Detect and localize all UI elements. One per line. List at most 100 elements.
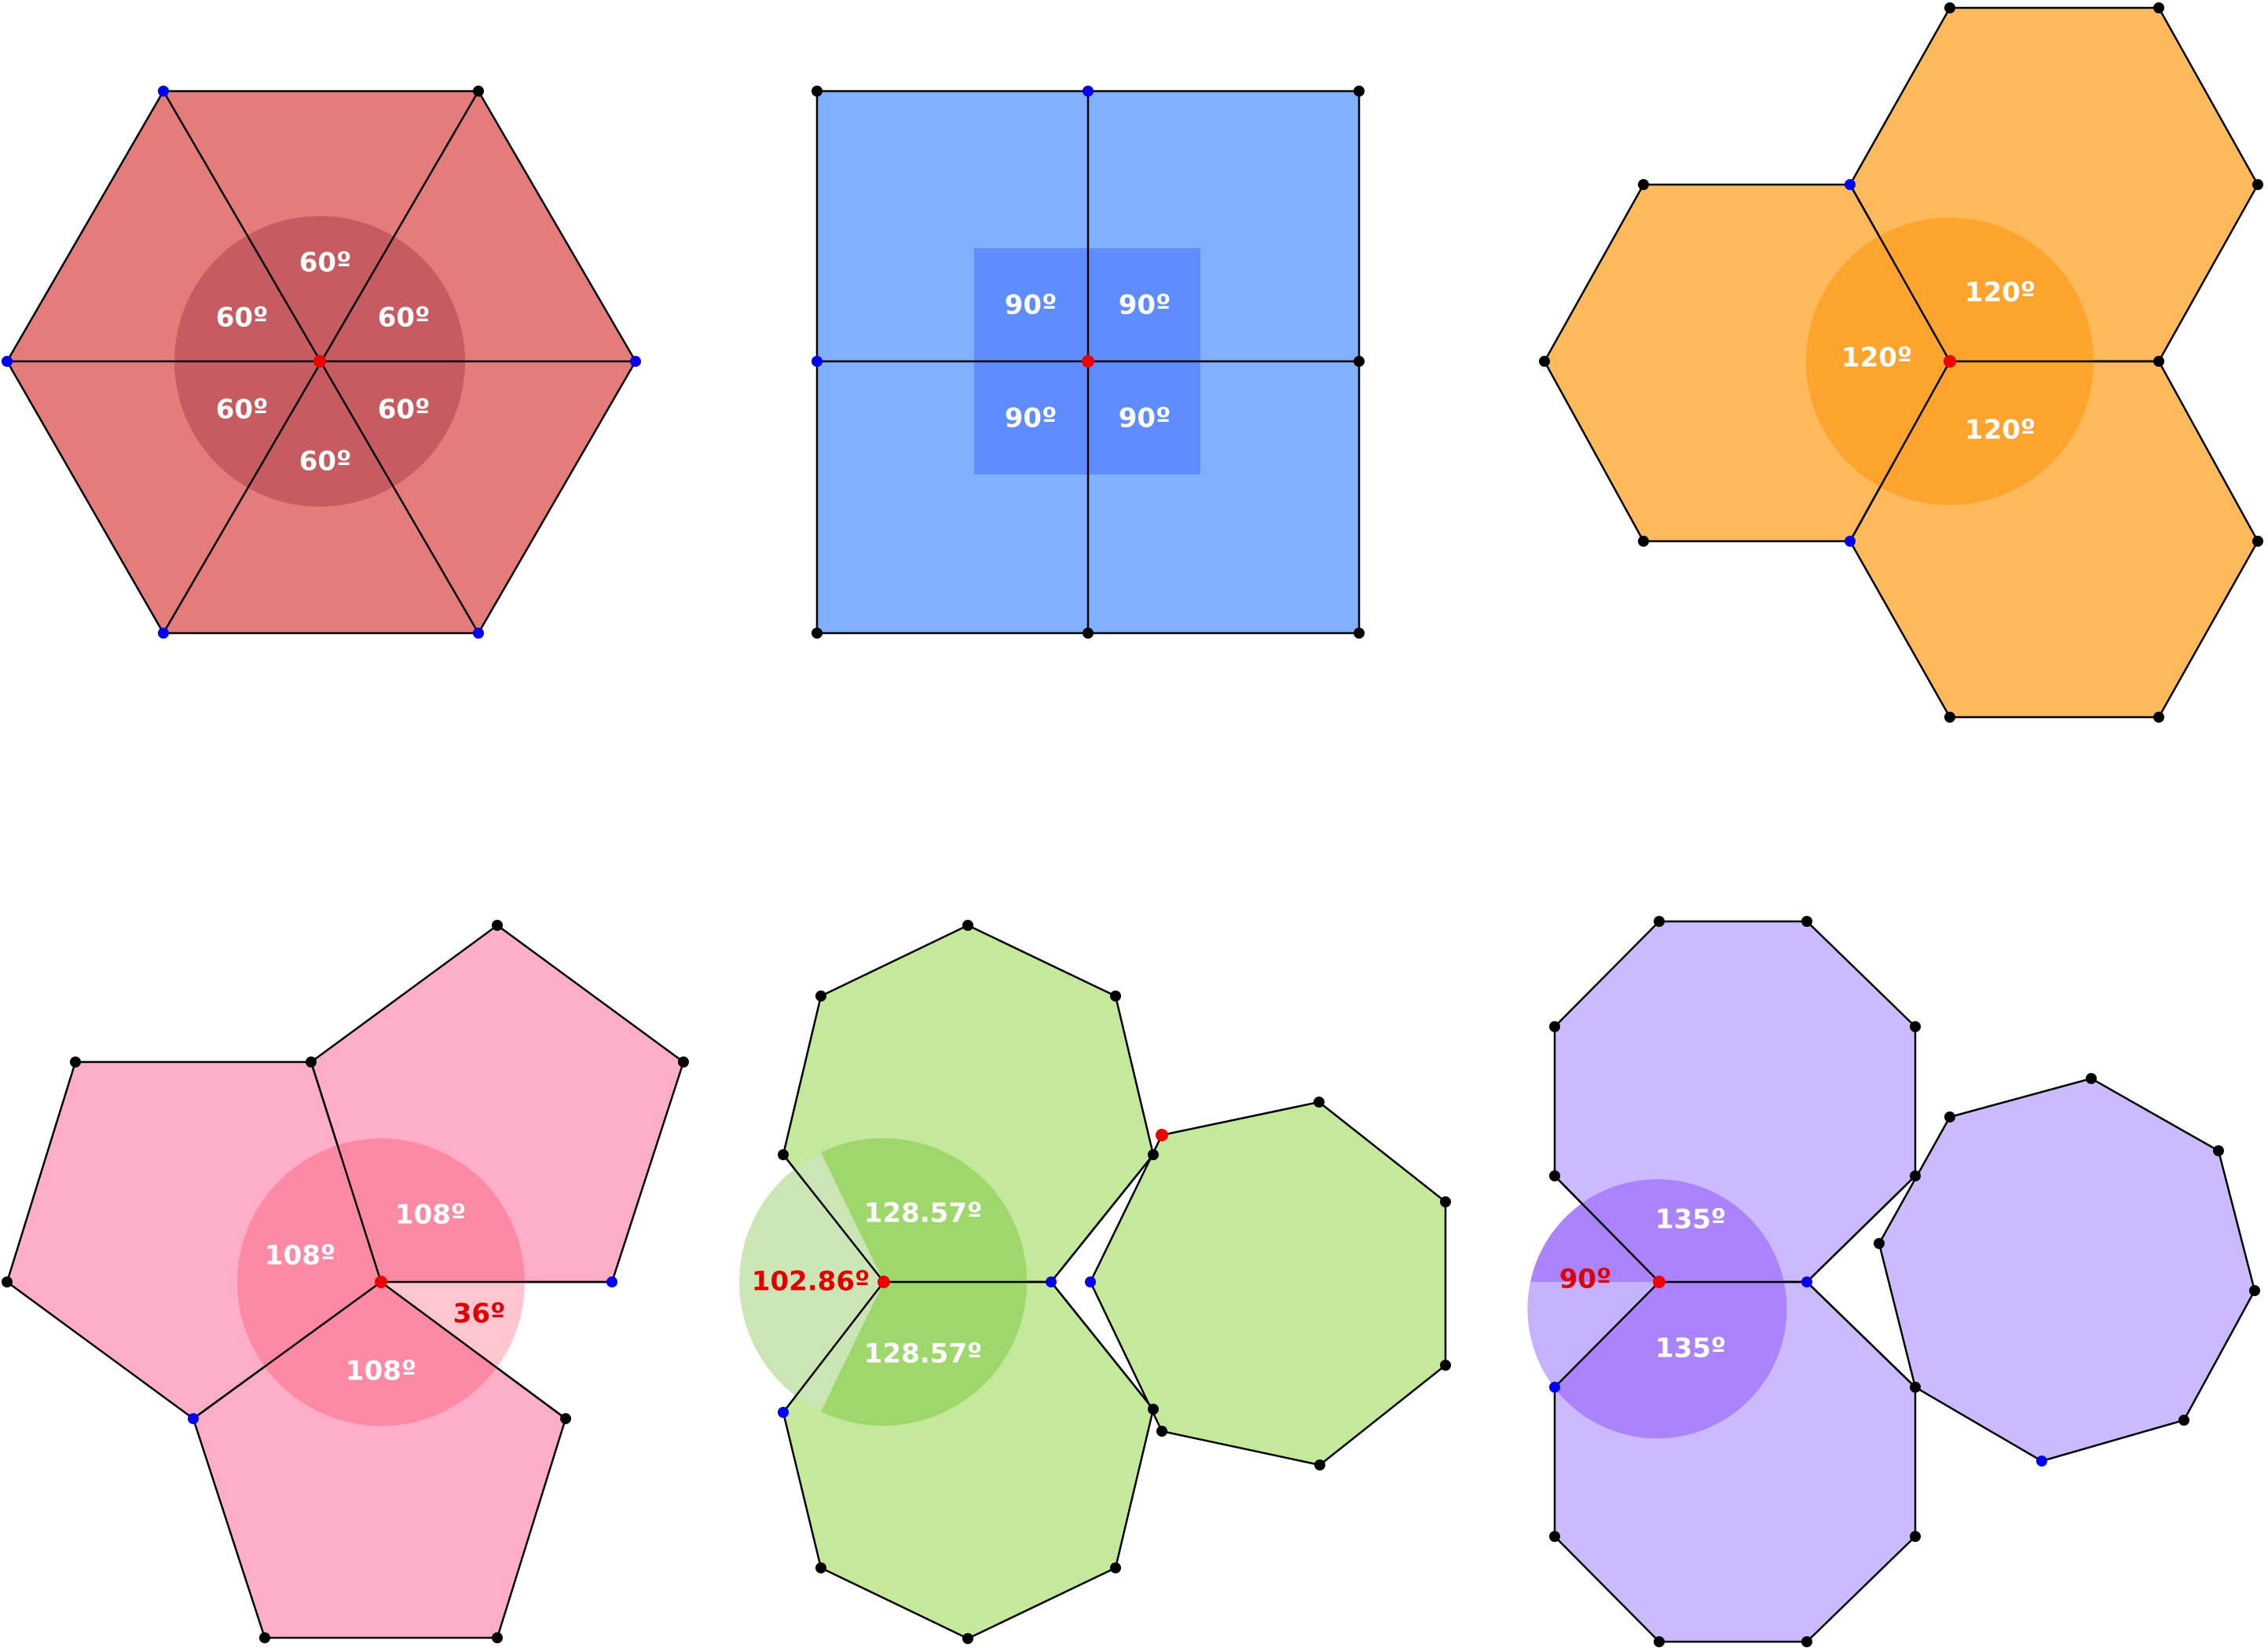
vertex-dot-blue [1845, 536, 1856, 547]
angle-label: 60º [216, 302, 269, 334]
angle-label: 90º [1005, 290, 1057, 321]
vertex-dot [2249, 1285, 2260, 1296]
vertex-dot [1110, 1562, 1121, 1573]
vertex-dot [1539, 356, 1550, 367]
vertex-dot [492, 920, 503, 931]
gap-angle-highlight [381, 1282, 526, 1367]
gap-angle-label: 90º [1559, 1264, 1612, 1295]
heptagon-right [1089, 1100, 1447, 1467]
vertex-dot [1314, 1097, 1325, 1108]
vertex-dot [812, 628, 823, 639]
angle-label: 60º [216, 394, 269, 426]
angle-label: 120º [1965, 277, 2035, 309]
vertex-dots [2, 86, 641, 639]
vertex-dot [778, 1149, 789, 1160]
vertex-dot [1549, 1531, 1560, 1542]
angle-label: 135º [1655, 1333, 1726, 1364]
angle-label: 60º [299, 247, 352, 279]
gap-angle-label: 102.86º [752, 1266, 870, 1298]
vertex-dot-blue [778, 1407, 789, 1418]
vertex-dot [1801, 916, 1812, 927]
pentagon-edges [192, 1061, 612, 1420]
vertex-dot-blue [812, 356, 823, 367]
pentagon-arrangement: 108º 108º 108º 36º [2, 920, 689, 1643]
vertex-dot-blue [188, 1413, 199, 1424]
angle-label: 90º [1119, 403, 1171, 434]
vertex-dot-blue [1046, 1276, 1057, 1287]
vertex-dot-red [1944, 355, 1956, 368]
vertex-dot [2252, 536, 2263, 547]
angle-label: 120º [1841, 342, 1912, 374]
vertex-dot [1440, 1360, 1451, 1371]
vertex-dot [2086, 1073, 2097, 1084]
vertex-dot-red [878, 1276, 890, 1288]
vertex-dot-red [1156, 1129, 1168, 1141]
vertex-dot [2213, 1145, 2224, 1156]
hexagon-edges [1848, 184, 2159, 542]
vertex-dot [1874, 1238, 1885, 1249]
octagon-edges [1554, 1175, 1916, 1388]
vertex-dot [1801, 1636, 1812, 1647]
vertex-dot [1440, 1196, 1451, 1207]
vertex-dot-blue [2, 356, 13, 367]
vertex-dot-red [1653, 1276, 1665, 1288]
vertex-dot [473, 86, 484, 97]
vertex-dot-blue [1549, 1382, 1560, 1393]
vertex-dot-blue [606, 1276, 617, 1287]
vertex-dot-blue [158, 628, 169, 639]
vertex-dot-blue [473, 628, 484, 639]
vertex-dot [492, 1632, 503, 1643]
vertex-dot [1549, 1021, 1560, 1032]
angle-highlight-disc [1530, 1179, 1787, 1439]
angle-label: 90º [1119, 290, 1171, 321]
vertex-dot-red [375, 1276, 387, 1288]
vertex-dots [2, 920, 689, 1643]
vertex-dot [2252, 179, 2263, 190]
vertex-dot [962, 1633, 973, 1644]
angle-label: 60º [378, 302, 431, 334]
vertex-dot-blue [1085, 1276, 1096, 1287]
vertex-dot [2153, 356, 2164, 367]
vertex-dot [1083, 628, 1094, 639]
vertex-dot [815, 991, 826, 1002]
angle-label: 60º [378, 394, 431, 426]
angle-label: 135º [1655, 1204, 1726, 1236]
vertex-dot [306, 1057, 317, 1068]
vertex-dots [778, 920, 1451, 1644]
gap-angle-highlight [739, 1152, 884, 1412]
angle-label: 90º [1005, 403, 1057, 434]
vertex-dot [1944, 2, 1955, 13]
angle-label: 60º [299, 446, 352, 478]
vertex-dot-red [1082, 355, 1094, 368]
angle-label: 108º [265, 1240, 335, 1272]
vertex-dot [1654, 916, 1665, 927]
vertex-dot [678, 1057, 689, 1068]
vertex-dot [1944, 712, 1955, 723]
vertex-dot-red [313, 355, 326, 368]
heptagon-arrangement: 128.57º 128.57º 102.86º [739, 920, 1451, 1644]
vertex-dot [70, 1057, 81, 1068]
vertex-dot [259, 1632, 270, 1643]
vertex-dot-blue [630, 356, 641, 367]
triangle-tiling: 60º 60º 60º 60º 60º 60º [2, 86, 641, 639]
vertex-dot [962, 920, 973, 931]
vertex-dot-blue [158, 86, 169, 97]
square-tiling: 90º 90º 90º 90º [812, 86, 1365, 639]
vertex-dot-blue [2036, 1456, 2047, 1467]
vertex-dot [1354, 356, 1365, 367]
vertex-dot [1654, 1636, 1665, 1647]
octagon-right [1878, 1077, 2256, 1463]
vertex-dot-blue [1845, 179, 1856, 190]
vertex-dot [1910, 1021, 1921, 1032]
vertex-dot [1910, 1382, 1921, 1393]
vertex-dot [1638, 179, 1649, 190]
vertex-dots [1549, 916, 2260, 1647]
vertex-dot [1156, 1426, 1167, 1437]
vertex-dot [1110, 991, 1121, 1002]
vertex-dot [2153, 712, 2164, 723]
angle-label: 120º [1965, 415, 2035, 446]
angle-label: 108º [346, 1356, 416, 1387]
vertex-dot-blue [1083, 86, 1094, 97]
heptagon-edges [782, 1154, 1154, 1413]
